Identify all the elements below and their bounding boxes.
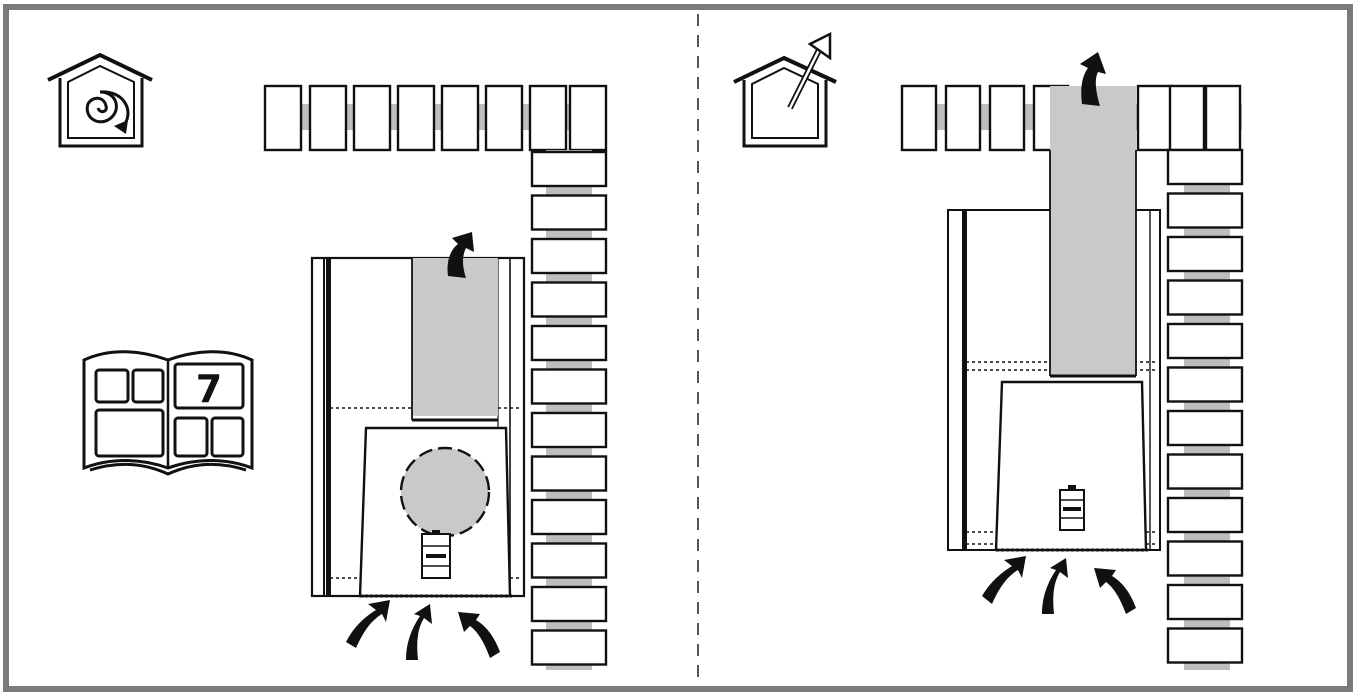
brick xyxy=(530,542,608,579)
left-duct xyxy=(412,258,498,416)
brick xyxy=(1166,322,1244,360)
brick xyxy=(530,150,608,188)
right-intake-arrow-1 xyxy=(982,556,1026,604)
right-cabinet xyxy=(947,86,1161,552)
recirculation-filter xyxy=(399,446,491,538)
brick xyxy=(530,498,608,536)
extraction-house-icon xyxy=(733,31,837,148)
brick xyxy=(440,84,480,152)
brick xyxy=(1166,148,1244,186)
brick xyxy=(530,411,608,449)
brick xyxy=(1166,366,1244,403)
right-intake-arrow-3 xyxy=(1094,568,1136,614)
brick-mortar xyxy=(546,150,592,670)
brick xyxy=(1136,84,1174,152)
brick xyxy=(530,281,608,318)
brick xyxy=(530,585,608,623)
right-duct xyxy=(1050,86,1136,376)
brick xyxy=(530,368,608,405)
brick xyxy=(1166,279,1244,316)
left-exhaust-arrow xyxy=(447,232,474,278)
right-side-brick-column xyxy=(1166,148,1244,670)
brick xyxy=(530,324,608,362)
right-exhaust-arrow xyxy=(1080,52,1106,106)
brick xyxy=(308,84,348,152)
brick xyxy=(530,629,608,666)
brick xyxy=(900,84,938,152)
brick xyxy=(1166,496,1244,534)
manual-page-number: 7 xyxy=(196,367,222,411)
left-panel: 7 xyxy=(47,53,608,670)
outer-frame xyxy=(3,4,1353,692)
left-control-panel xyxy=(421,530,451,579)
brick xyxy=(1204,84,1242,152)
brick xyxy=(1166,540,1244,577)
brick xyxy=(530,455,608,492)
brick xyxy=(568,84,608,152)
brick xyxy=(396,84,436,152)
brick xyxy=(263,84,303,152)
brick xyxy=(352,84,392,152)
brick xyxy=(530,237,608,275)
left-cabinet xyxy=(310,256,526,598)
left-top-brick-row xyxy=(263,84,608,152)
brick xyxy=(1166,192,1244,229)
brick xyxy=(1166,235,1244,273)
left-intake-arrow-2 xyxy=(406,604,432,660)
brick xyxy=(1166,583,1244,621)
left-intake-arrow-3 xyxy=(458,612,500,658)
right-panel xyxy=(733,31,1244,670)
brick xyxy=(988,84,1026,152)
left-side-brick-column xyxy=(530,150,608,670)
brick xyxy=(1166,453,1244,490)
recirculation-house-icon xyxy=(47,53,153,148)
brick xyxy=(1166,627,1244,664)
right-control-panel xyxy=(1059,485,1085,531)
brick xyxy=(944,84,982,152)
brick xyxy=(484,84,524,152)
brick xyxy=(528,84,568,152)
brick xyxy=(1166,409,1244,447)
manual-book-icon: 7 xyxy=(82,350,254,476)
brick xyxy=(1168,84,1206,152)
brick xyxy=(530,194,608,231)
right-intake-arrow-2 xyxy=(1042,558,1068,614)
left-intake-arrow-1 xyxy=(346,600,390,648)
